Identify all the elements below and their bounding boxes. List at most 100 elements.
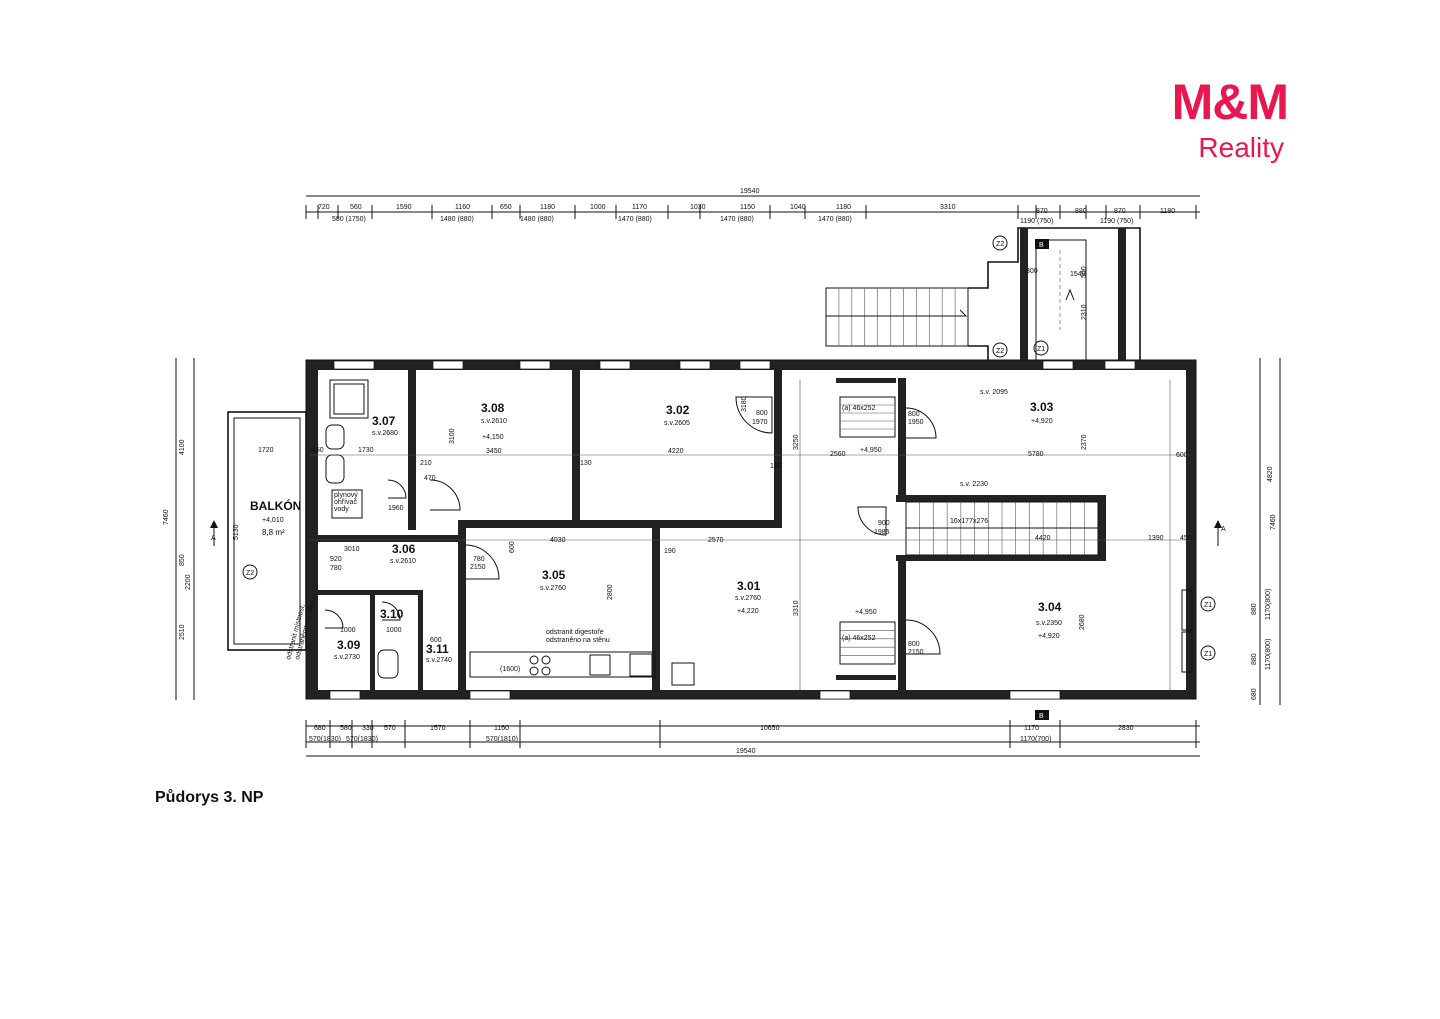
room-id: 3.07	[372, 414, 396, 428]
dimension-lines	[175, 195, 1281, 757]
room-id: 3.10	[380, 607, 404, 621]
room-id: 3.05	[542, 568, 566, 582]
balcony-label: BALKÓN	[250, 498, 301, 513]
dim-label: 1170(800)	[1265, 639, 1272, 670]
brand-logo: M&M Reality	[1128, 74, 1289, 168]
brand-logo-top: M&M	[1171, 74, 1289, 130]
dim-label: 1570	[430, 725, 446, 732]
balcony-level: +4,010	[262, 517, 284, 524]
room-id: 3.04	[1038, 600, 1062, 614]
dim-label: 190	[664, 548, 676, 555]
room-id: 3.11	[426, 642, 449, 656]
room-sv: s.v.2730	[334, 654, 360, 661]
dim-label: 1000	[590, 204, 606, 211]
dim-label: 1540	[1070, 271, 1086, 278]
room-sv: s.v.2610	[481, 418, 507, 425]
dim-label: 1030	[690, 204, 706, 211]
dim-label: 4030	[550, 537, 566, 544]
dim-label: 1170(800)	[1265, 589, 1272, 620]
dim-label: 1170(700)	[1020, 736, 1051, 743]
room-sv: s.v.2605	[664, 420, 690, 427]
dim-label: 2370	[1081, 434, 1088, 450]
door-dim-label: 1950	[908, 419, 924, 426]
dim-label: 2800	[607, 584, 614, 600]
section-markers	[210, 235, 1222, 720]
stair-sv: s.v. 2230	[960, 481, 988, 488]
dim-label: 580 (1750)	[332, 216, 366, 223]
dim-label: 7460	[163, 509, 170, 525]
dim-label: 4100	[179, 439, 186, 455]
dim-label: 3100	[449, 428, 456, 444]
door-dim-label: 920	[330, 556, 342, 563]
dim-label: 210	[420, 460, 432, 467]
dim-label: 300	[1026, 268, 1038, 275]
dim-label: 160	[770, 463, 782, 470]
room-level: +4,920	[1031, 418, 1053, 425]
section-mark: B	[1039, 713, 1044, 720]
stair-steps: 16x177x276	[950, 518, 988, 525]
door-dim-label: 2150	[908, 649, 924, 656]
room-id: 3.03	[1030, 400, 1054, 414]
dim-label: 570(1830)	[309, 736, 341, 743]
marker-z1: Z1	[1204, 602, 1212, 609]
dim-label: 3180	[741, 396, 748, 412]
door-dim-label: 780	[473, 556, 485, 563]
outer-walls	[305, 359, 1197, 700]
kitchen-note: odstranit digestoře	[546, 629, 604, 636]
stair-note: (a) 46x252	[842, 405, 876, 412]
dim-label: 330	[362, 725, 374, 732]
shower-note: ohřívač	[334, 499, 357, 506]
dim-label: 2680	[1079, 614, 1086, 630]
marker-z1: Z1	[1204, 651, 1212, 658]
stair-note: (a) 46x252	[842, 635, 876, 642]
dim-label: 1170	[632, 204, 647, 211]
dim-label: 1720	[258, 447, 274, 454]
room-id: 3.01	[737, 579, 761, 593]
door-dim-label: 900	[878, 520, 890, 527]
kitchen-note: odstraněno na stěnu	[546, 637, 610, 644]
door-dim-label: 800	[908, 411, 920, 418]
dim-label: 10650	[760, 725, 780, 732]
dim-label: 1170	[1024, 725, 1039, 732]
room-id: 3.08	[481, 401, 505, 415]
room-sv: s.v.2350	[1036, 620, 1062, 627]
door-dim-label: 1000	[340, 627, 356, 634]
dim-label: 4420	[1035, 535, 1051, 542]
small-stairs	[839, 396, 896, 665]
dim-label: 5780	[1028, 451, 1044, 458]
interior-walls	[306, 370, 1106, 690]
dim-label: 450	[1180, 535, 1192, 542]
dim-label: 3250	[793, 434, 800, 450]
dim-label: 2200	[185, 574, 192, 590]
dim-label: 3310	[940, 204, 956, 211]
dim-label: 470	[424, 475, 436, 482]
dim-label: 1590	[396, 204, 412, 211]
dim-label: 2570	[708, 537, 724, 544]
fixtures	[325, 379, 1193, 686]
dim-label: 1730	[358, 447, 374, 454]
dim-label: 1160	[494, 725, 509, 732]
room-labels: 3.07 s.v.2680 3.08 s.v.2610 +4,150 3.02 …	[211, 241, 1226, 720]
dim-label: 1480 (880)	[440, 216, 474, 223]
dim-label: 1180	[540, 204, 555, 211]
door-dim-label: 800	[908, 641, 920, 648]
room-id: 3.09	[337, 638, 361, 652]
inner-staircase	[905, 501, 1099, 556]
dim-label: 5130	[233, 524, 240, 540]
door-dim-label: 1960	[388, 505, 404, 512]
kitchen-width: (1600)	[500, 666, 520, 673]
dim-label: 680	[314, 725, 326, 732]
section-mark: A	[211, 535, 216, 542]
dim-label: 870	[1114, 208, 1126, 215]
dim-label: 570	[384, 725, 396, 732]
dim-label: 1470 (880)	[618, 216, 652, 223]
dim-label: 1150	[740, 204, 755, 211]
marker-z2: Z2	[246, 570, 254, 577]
room-sv: s.v.2740	[426, 657, 452, 664]
dim-label: 130	[580, 460, 592, 467]
dim-label: 600	[509, 541, 516, 553]
dim-total: 19540	[736, 748, 756, 755]
room-level: +4,920	[1038, 633, 1060, 640]
